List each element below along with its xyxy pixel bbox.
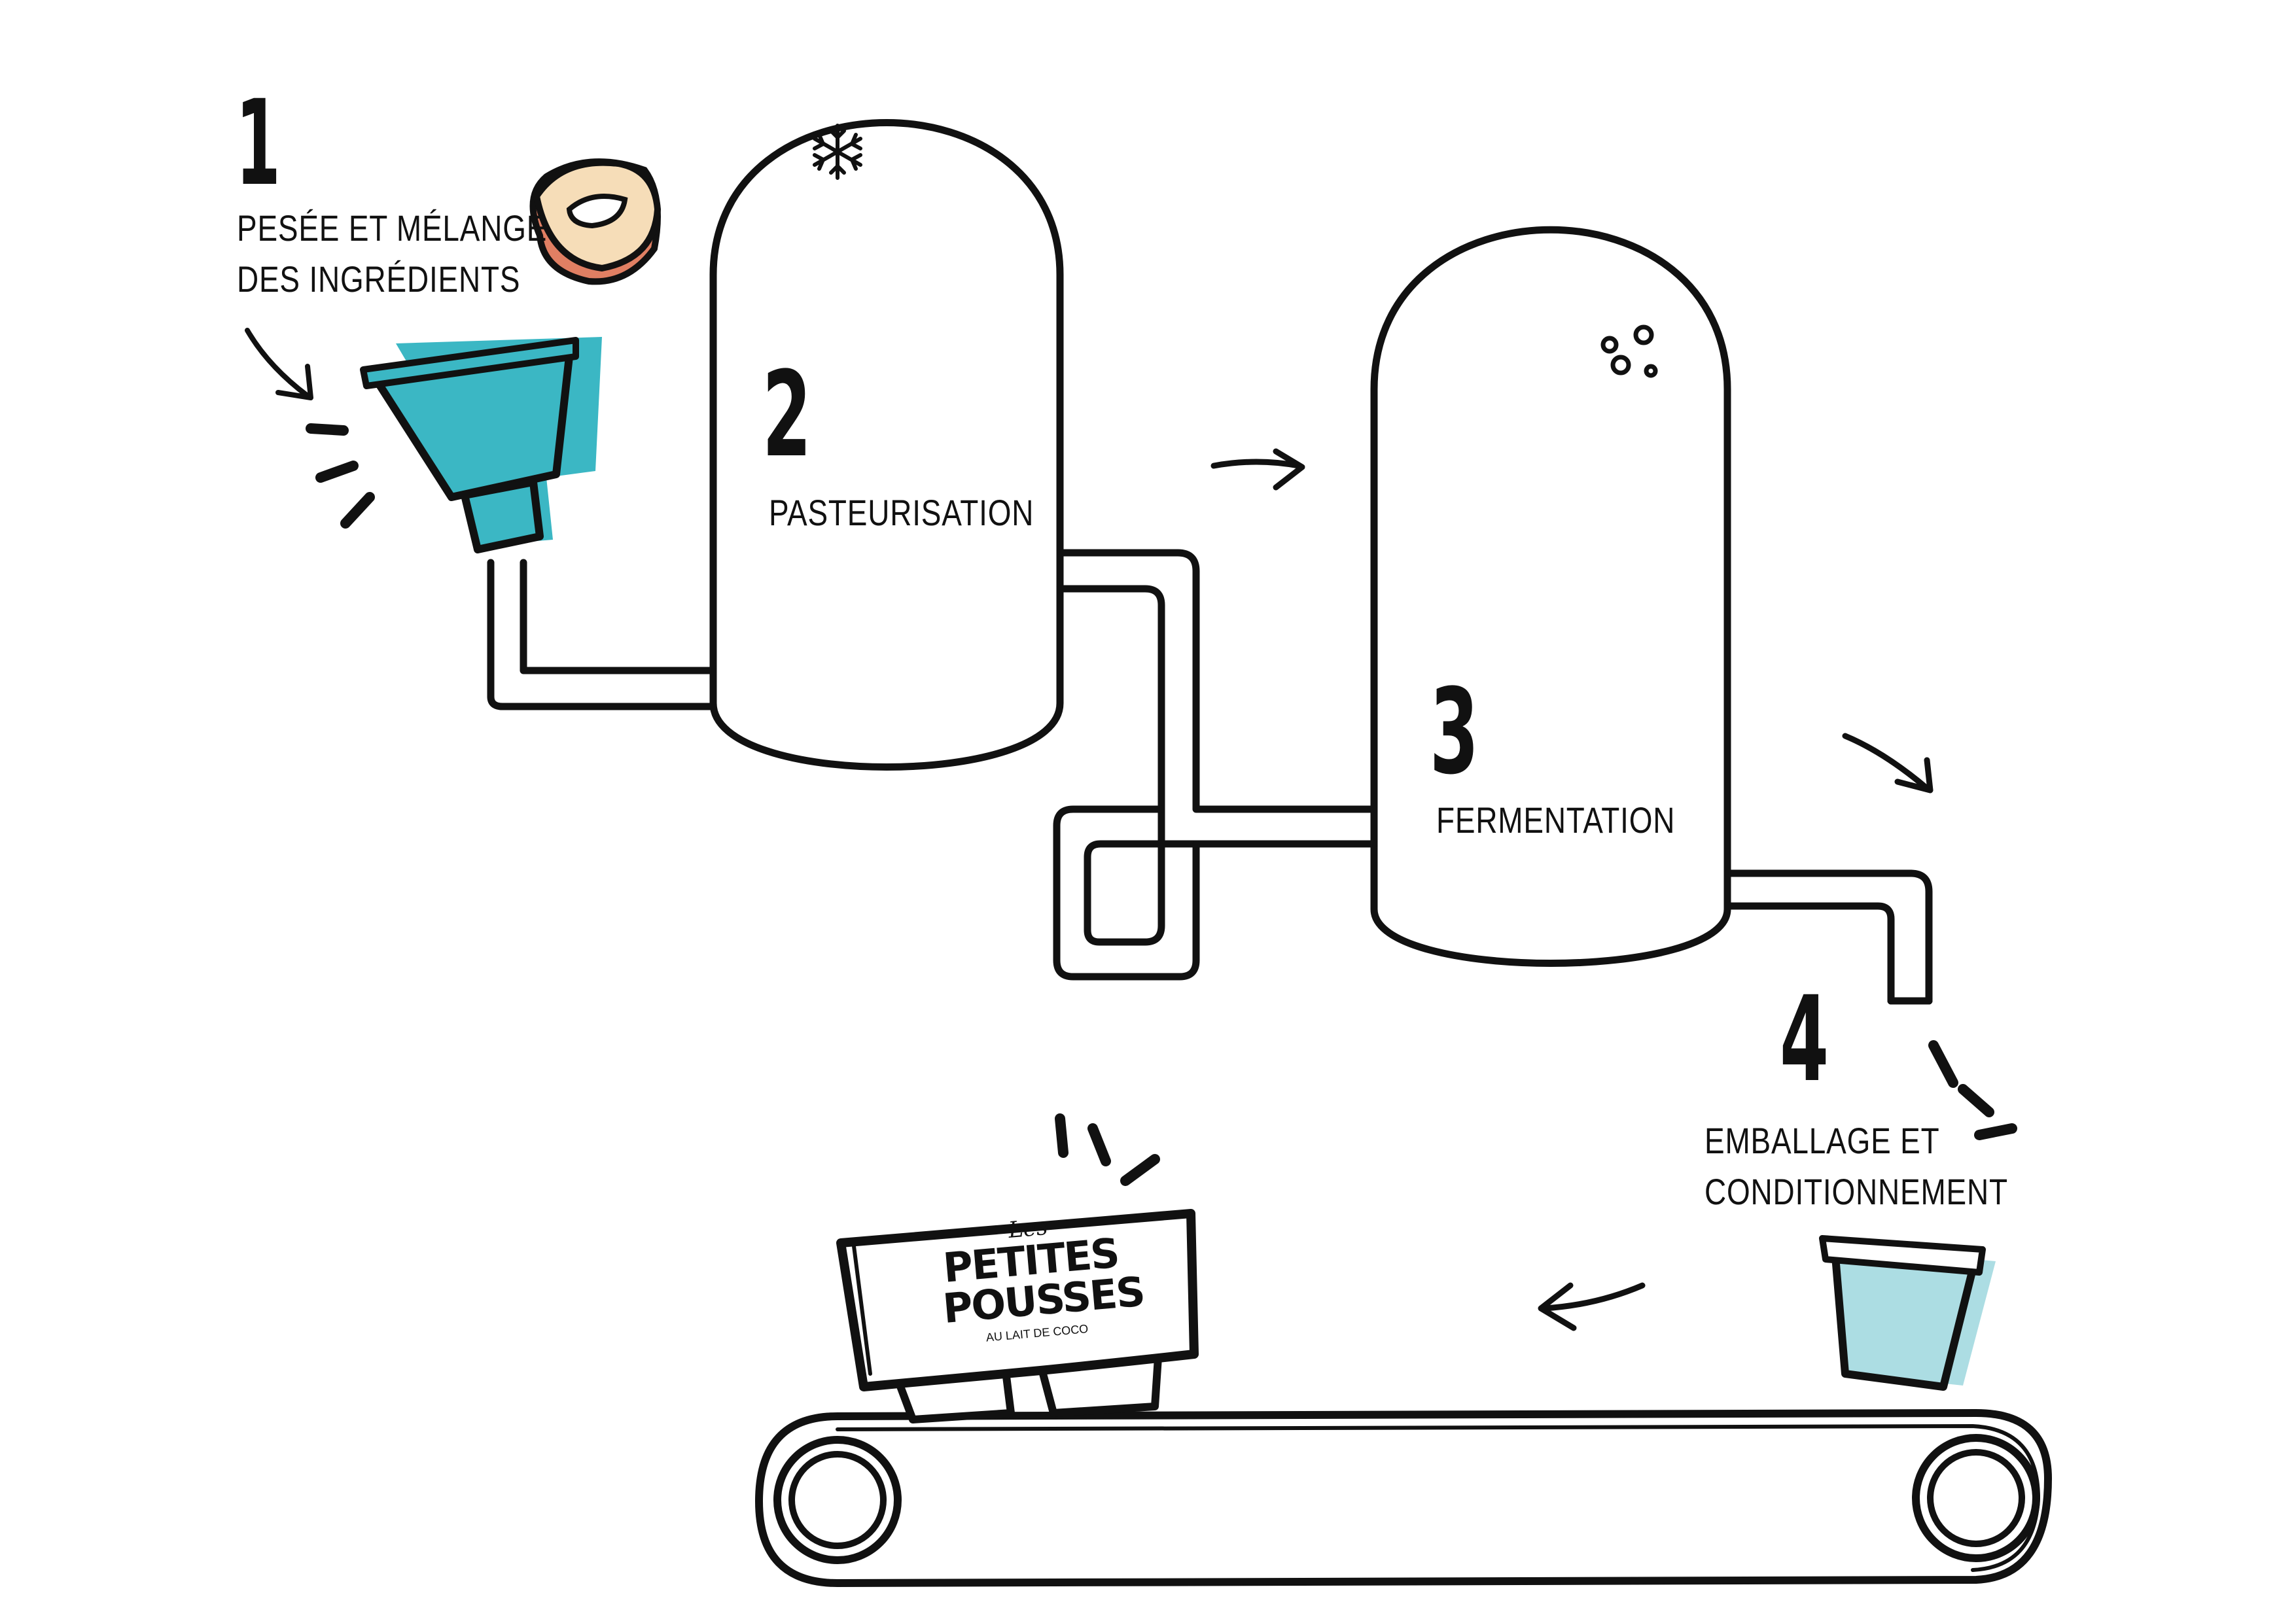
step-4-caption-line-1: EMBALLAGE ET [1704,1120,1940,1161]
pipe-fermentation-to-packaging [1723,869,1933,1005]
funnel-emphasis-dashes [306,423,375,529]
step-4-caption: EMBALLAGE ET CONDITIONNEMENT [1704,1115,2008,1217]
step-4-number: 4 [1780,971,1829,1108]
yogurt-pack [836,1209,1199,1423]
step-2-caption-line-1: PASTEURISATION [769,492,1034,533]
step-3-number: 3 [1430,664,1479,801]
funnel-icon [360,337,602,553]
step-1-caption: PESÉE ET MÉLANGE DES INGRÉDIENTS [237,203,547,305]
flow-arrow-4-to-conveyor [1538,1282,1646,1331]
conveyor-belt [754,1408,2053,1588]
fermentation-tank [1370,226,1731,967]
step-1-caption-line-1: PESÉE ET MÉLANGE [237,207,548,249]
snowflake-icon [813,124,862,180]
pasteurisation-tank [709,119,1064,771]
conveyor-roller-right [1912,1434,2040,1562]
brand-logo: Les PETITES POUSSES AU LAIT DE COCO [936,1209,1146,1381]
bubbles-icon [1600,324,1658,378]
pipe-pasteurisation-to-fermentation [1056,549,1378,813]
step-3-caption-line-1: FERMENTATION [1436,799,1676,841]
step-3-caption: FERMENTATION [1436,795,1675,846]
pointer-arrow-step-1 [245,328,313,400]
flow-arrow-2-to-3 [1842,733,1934,794]
coconut-icon [529,158,662,285]
cup-emphasis-dashes [1928,1040,2017,1140]
pack-emphasis-dashes [1055,1113,1160,1186]
yogurt-cup-icon [1819,1235,1996,1391]
step-4-caption-line-2: CONDITIONNEMENT [1704,1171,2008,1212]
step-1-caption-line-2: DES INGRÉDIENTS [237,258,521,300]
pipe-funnel-to-pasteurisation [487,559,717,710]
flow-arrow-1-to-2 [1210,448,1305,491]
step-2-number: 2 [762,347,812,483]
step-1-number: 1 [236,75,281,212]
conveyor-roller-left [773,1436,902,1564]
step-2-caption: PASTEURISATION [769,487,1034,538]
